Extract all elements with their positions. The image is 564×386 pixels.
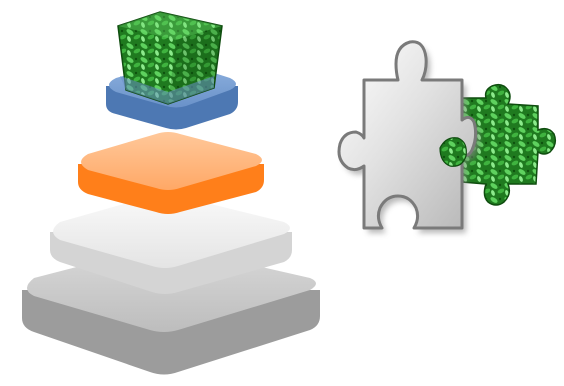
puzzle-piece-green-tab <box>439 137 467 167</box>
pyramid-layer-orange <box>78 132 264 214</box>
puzzle-pieces <box>337 40 557 233</box>
puzzle-piece-green <box>461 83 557 206</box>
pyramid-layer-second <box>50 194 292 294</box>
green-cube <box>117 11 223 105</box>
stacked-layers-pyramid <box>22 11 320 375</box>
puzzle-piece-gray <box>337 40 480 233</box>
